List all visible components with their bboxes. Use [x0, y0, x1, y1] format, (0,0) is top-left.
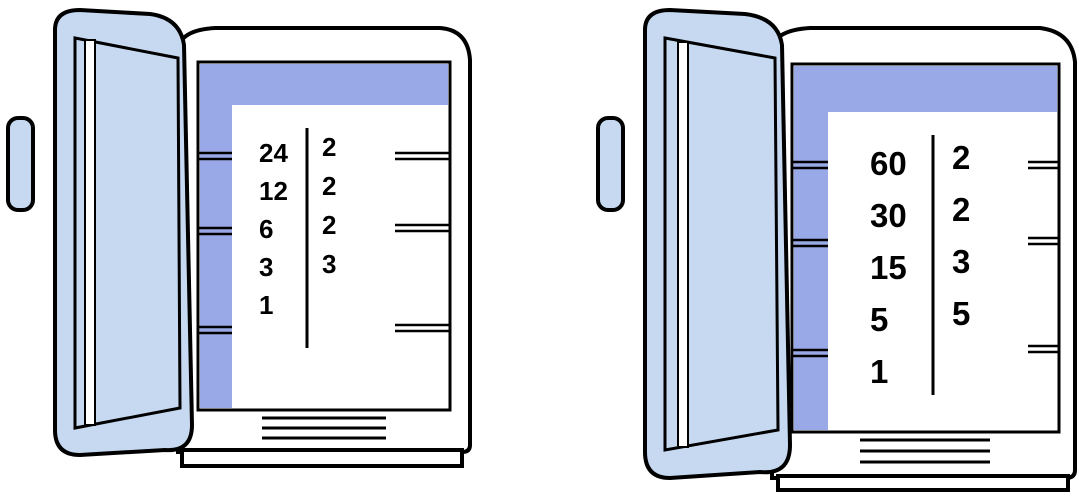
fridge-right-handle — [598, 118, 623, 210]
fridge-right-door-edge — [678, 42, 688, 447]
fridge-left-prime-factor-1: 2 — [322, 171, 336, 201]
fridge-left-handle — [8, 118, 33, 210]
fridge-right-prime-factor-2: 3 — [952, 243, 970, 280]
fridge-left-base — [182, 450, 462, 466]
fridge-right-dividend-3: 5 — [870, 301, 888, 338]
fridge-right-interior — [792, 64, 1059, 432]
fridge-right-prime-factor-3: 5 — [952, 295, 970, 332]
fridge-left-dividend-0: 24 — [259, 138, 288, 168]
fridge-left-dividend-1: 12 — [259, 176, 288, 206]
fridge-right-prime-factor-0: 2 — [952, 139, 970, 176]
fridge-left-prime-factor-0: 2 — [322, 132, 336, 162]
fridge-left-door-edge — [85, 40, 95, 425]
fridge-right-base — [778, 476, 1068, 490]
fridge-right: 60 30 15 5 1 2 2 3 5 — [598, 10, 1075, 490]
fridge-left-dividend-4: 1 — [259, 290, 273, 320]
fridge-left-prime-factor-3: 3 — [322, 249, 336, 279]
fridge-right-prime-factor-1: 2 — [952, 191, 970, 228]
fridge-left-prime-factor-2: 2 — [322, 210, 336, 240]
fridge-left-dividend-2: 6 — [259, 214, 273, 244]
fridge-left-dividend-3: 3 — [259, 252, 273, 282]
fridge-right-dividend-2: 15 — [870, 249, 907, 286]
fridge-right-dividend-1: 30 — [870, 197, 907, 234]
fridge-right-dividend-0: 60 — [870, 145, 907, 182]
fridge-right-dividend-4: 1 — [870, 353, 888, 390]
